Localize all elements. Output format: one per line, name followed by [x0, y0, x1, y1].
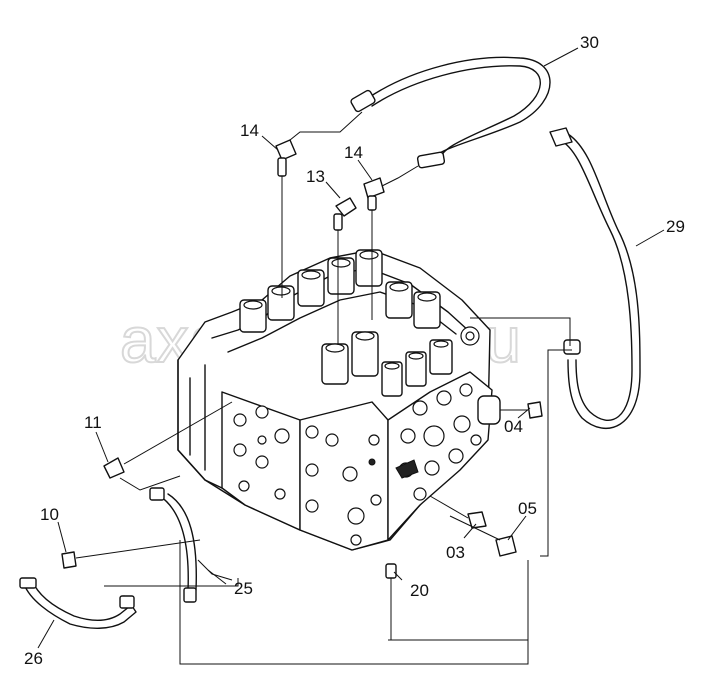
label-20: 20: [410, 581, 429, 600]
leader-lines: [37, 47, 665, 649]
fitting-11: [103, 401, 233, 491]
fitting-04: [500, 401, 543, 419]
label-29: 29: [666, 217, 685, 236]
left-face-bolts: [233, 405, 290, 500]
label-13: 13: [306, 167, 325, 186]
front-cap-row: [321, 326, 480, 397]
label-14-left: 14: [240, 121, 259, 140]
fitting-03: [429, 495, 487, 529]
middle-face-bolts: [305, 425, 382, 546]
label-04: 04: [504, 417, 523, 436]
body-fitting-dark: [395, 459, 419, 479]
fitting-20: [385, 563, 397, 640]
part-labels: 30 29 14 14 13 11 04 10 05 03 25 20 26: [24, 33, 685, 668]
fitting-05: [449, 515, 517, 557]
label-25: 25: [234, 579, 253, 598]
hose-25: [149, 487, 233, 603]
right-face-ports: [398, 383, 501, 501]
label-14-right: 14: [344, 143, 363, 162]
routing-lines: [104, 317, 572, 665]
control-valve-body: [177, 249, 501, 551]
fitting-13: [333, 197, 357, 345]
fitting-14-right: [363, 165, 419, 320]
fitting-10: [61, 539, 201, 569]
label-26: 26: [24, 649, 43, 668]
fitting-14-left: [275, 111, 363, 298]
label-11: 11: [84, 413, 102, 432]
tube-26: [19, 577, 137, 629]
label-03: 03: [446, 543, 465, 562]
hose-29: [549, 127, 641, 429]
label-10: 10: [40, 505, 59, 524]
label-05: 05: [518, 499, 537, 518]
label-30: 30: [580, 33, 599, 52]
hose-30: [350, 56, 551, 169]
spool-cap-row: [239, 249, 441, 333]
